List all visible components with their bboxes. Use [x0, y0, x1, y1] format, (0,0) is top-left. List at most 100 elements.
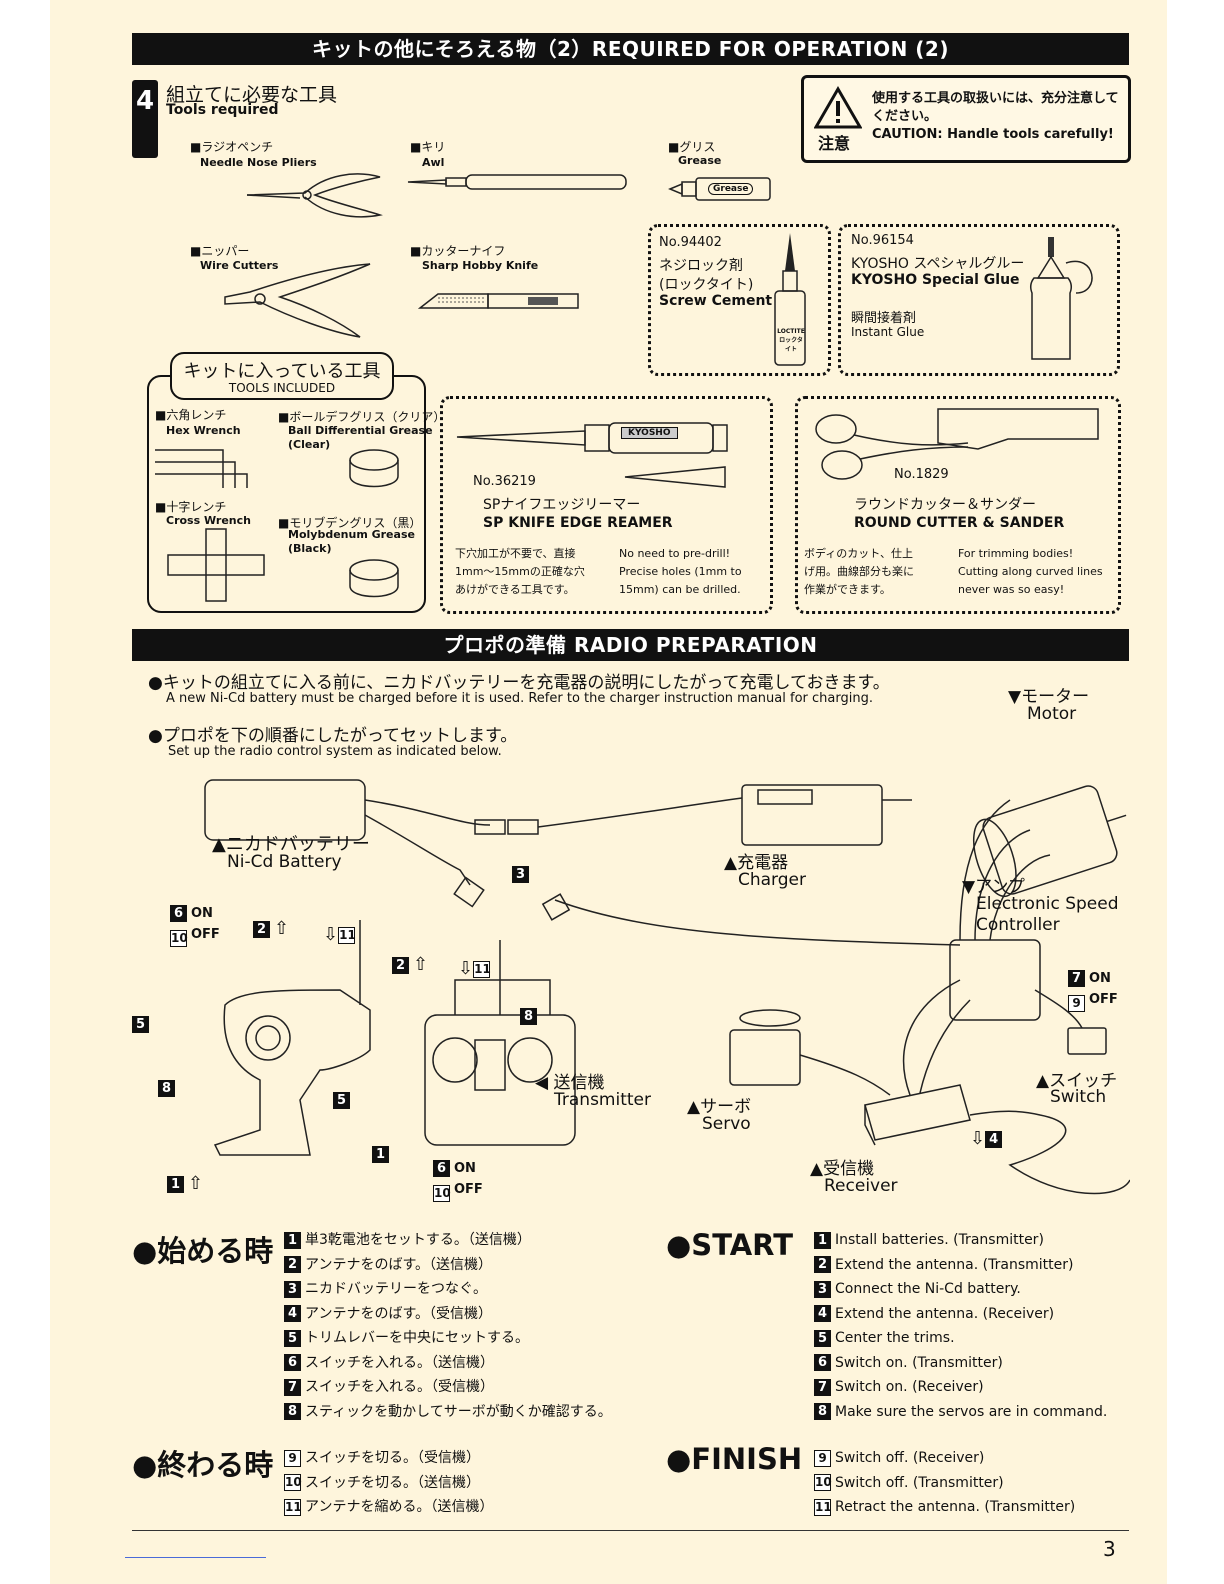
marker-5-right: 5: [333, 1090, 354, 1109]
tools-title-en: Tools required: [166, 102, 279, 118]
footnote-link-line: [125, 1557, 266, 1558]
cross-wrench-icon: [167, 528, 265, 602]
switch-label-jp: ▲スイッチ: [1036, 1071, 1118, 1091]
ball-diff-grease-en2: (Clear): [288, 438, 331, 451]
glue-bottle-icon: [1029, 237, 1093, 360]
receiver-label-en: Receiver: [824, 1176, 898, 1196]
warning-icon: [814, 86, 862, 129]
awl-label-en: Awl: [422, 156, 445, 169]
reamer-jp: SPナイフエッジリーマー: [483, 497, 641, 513]
reamer-en: SP KNIFE EDGE REAMER: [483, 515, 673, 531]
radio-section-title: プロポの準備 RADIO PREPARATION: [443, 633, 818, 657]
hobby-knife-icon: [418, 293, 579, 309]
section-title: キットの他にそろえる物（2）REQUIRED FOR OPERATION (2): [312, 37, 949, 61]
marker-1-left: 1⇧: [167, 1173, 203, 1194]
cutter-desc-en: For trimming bodies!Cutting along curved…: [958, 547, 1103, 596]
setup-note-jp: ●プロポを下の順番にしたがってセットします。: [148, 726, 518, 746]
servo-label-en: Servo: [702, 1114, 751, 1134]
start-title-en: ●START: [666, 1228, 793, 1262]
grease-label-jp: ■グリス: [668, 140, 716, 154]
reamer-desc-en: No need to pre-drill!Precise holes (1mm …: [619, 547, 742, 596]
marker-2-right: 2⇧: [392, 954, 428, 975]
scissors-icon: [815, 408, 1099, 480]
finish-title-en: ●FINISH: [666, 1442, 803, 1476]
screw-cement-box: No.94402 ネジロック剤 (ロックタイト) Screw Cement LO…: [648, 224, 831, 376]
cutter-number: No.1829: [894, 467, 949, 482]
marker-3: 3: [512, 864, 533, 883]
cutters-label-jp: ■ニッパー: [190, 244, 250, 258]
setup-note-en: Set up the radio control system as indic…: [168, 744, 502, 759]
battery-label-en: Ni-Cd Battery: [227, 852, 342, 872]
cutter-box: No.1829 ラウンドカッター＆サンダー ROUND CUTTER & SAN…: [795, 396, 1121, 614]
molybdenum-grease-en2: (Black): [288, 542, 332, 555]
cross-wrench-en: Cross Wrench: [166, 514, 251, 527]
charge-note-en: A new Ni-Cd battery must be charged befo…: [166, 691, 873, 706]
marker-5-left: 5: [132, 1014, 153, 1033]
molybdenum-grease-en: Molybdenum Grease: [288, 528, 415, 541]
hex-wrench-icon: [155, 449, 248, 488]
charger-label-en: Charger: [738, 870, 806, 890]
awl-label-jp: ■キリ: [410, 140, 446, 154]
caution-mark: 注意: [818, 134, 851, 153]
grease-tube-icon: Grease: [668, 176, 776, 202]
step-number-tab: 4: [132, 80, 158, 158]
cutters-label-en: Wire Cutters: [200, 259, 279, 272]
cutter-desc-jp: ボディのカット、仕上げ用。曲線部分も楽に作業ができます。: [804, 547, 914, 596]
screw-cement-en: Screw Cement: [659, 293, 773, 309]
start-title-jp: ●始める時: [132, 1234, 274, 1268]
marker-2-left: 2⇧: [253, 918, 289, 939]
finish-title-jp: ●終わる時: [132, 1448, 274, 1482]
caution-jp: 使用する工具の取扱いには、充分注意してください。: [872, 91, 1119, 124]
tools-title-jp: 組立てに必要な工具: [166, 84, 338, 106]
transmitter-label-jp: ◀ 送信機: [535, 1073, 605, 1093]
reamer-icon: [456, 422, 728, 488]
tools-included-en: TOOLS INCLUDED: [228, 381, 336, 395]
needle-nose-pliers-icon: [246, 173, 383, 218]
grease-jar-black-icon: [349, 559, 399, 598]
special-glue-box: No.96154 KYOSHO スペシャルグルー KYOSHO Special …: [838, 224, 1120, 376]
grease-tube-label: Grease: [708, 183, 754, 195]
radio-section-header: プロポの準備 RADIO PREPARATION: [132, 629, 1129, 661]
knife-label-en: Sharp Hobby Knife: [422, 259, 539, 272]
wire-cutters-icon: [224, 263, 371, 338]
charge-note-jp: ●キットの組立てに入る前に、ニカドバッテリーを充電器の説明にしたがって充電してお…: [148, 673, 890, 693]
screw-cement-number: No.94402: [659, 235, 722, 250]
motor-label-jp: ▼モーター: [1008, 687, 1090, 707]
loctite-bottle-icon: LOCTITE ロックタイト: [773, 231, 807, 367]
special-glue-jp: KYOSHO スペシャルグルー: [851, 256, 1025, 272]
battery-label-jp: ▲ニカドバッテリー: [212, 834, 370, 855]
marker-4: ⇩4: [970, 1128, 1006, 1149]
switch-label-en: Switch: [1050, 1087, 1107, 1107]
reamer-number: No.36219: [473, 474, 536, 489]
pliers-label-en: Needle Nose Pliers: [200, 156, 317, 169]
esc-label-en2: Controller: [976, 915, 1060, 935]
screw-cement-jp2: (ロックタイト): [659, 277, 754, 293]
section-header: キットの他にそろえる物（2）REQUIRED FOR OPERATION (2): [132, 33, 1129, 65]
ball-diff-grease-en: Ball Differential Grease: [288, 424, 433, 437]
reamer-brand: KYOSHO: [621, 427, 678, 439]
transmitter-label-en: Transmitter: [554, 1090, 651, 1110]
marker-11-left: ⇩11: [323, 924, 356, 945]
cutter-en: ROUND CUTTER & SANDER: [854, 515, 1065, 531]
marker-8-left: 8: [158, 1078, 179, 1097]
instant-glue-jp: 瞬間接着剤: [851, 311, 917, 326]
hex-wrench-jp: ■六角レンチ: [155, 408, 227, 422]
cross-wrench-jp: ■十字レンチ: [155, 500, 227, 514]
page-number: 3: [1103, 1537, 1116, 1561]
esc-label-en1: Electronic Speed: [976, 894, 1119, 914]
esc-label-jp: ▼アンプ: [962, 877, 1025, 897]
awl-icon: [407, 174, 627, 190]
marker-11-right: ⇩11: [458, 958, 491, 979]
footer-rule: [132, 1530, 1129, 1531]
motor-label-en: Motor: [1027, 704, 1077, 724]
cutter-jp: ラウンドカッター＆サンダー: [854, 497, 1036, 513]
loctite-label: LOCTITE ロックタイト: [777, 328, 805, 353]
molybdenum-grease-jp: ■モリブデングリス（黒）: [278, 516, 422, 530]
special-glue-en: KYOSHO Special Glue: [851, 272, 1020, 288]
